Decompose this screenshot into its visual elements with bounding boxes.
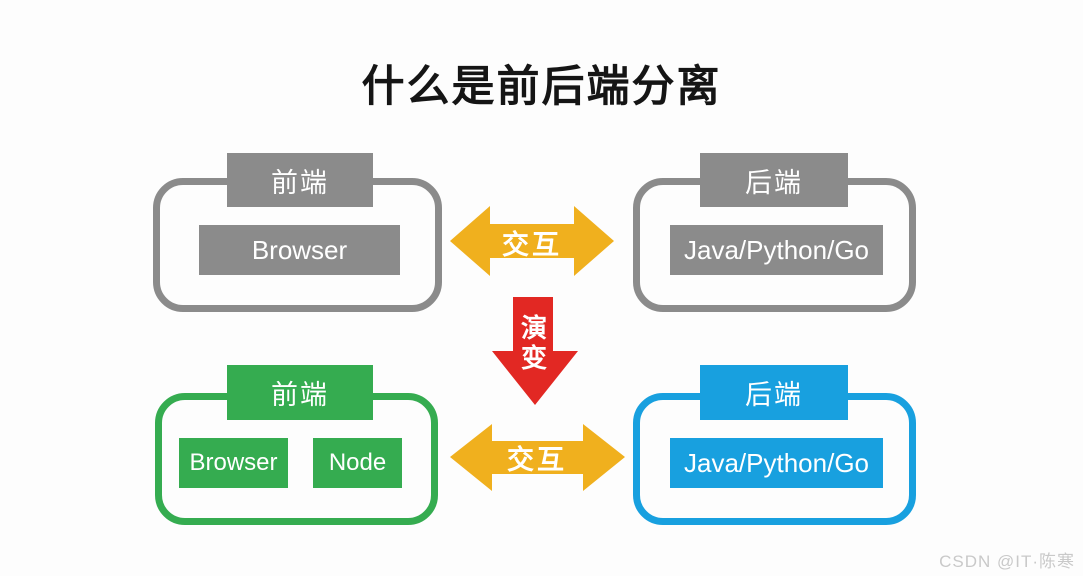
top-backend-tab: 后端 bbox=[700, 153, 848, 207]
bottom-interaction-label: 交互 bbox=[507, 444, 567, 475]
bottom-backend-languages-box: Java/Python/Go bbox=[670, 438, 883, 488]
evolution-arrow-icon bbox=[492, 297, 578, 405]
watermark: CSDN @IT·陈寒 bbox=[939, 552, 1075, 571]
bottom-frontend-browser-box: Browser bbox=[179, 438, 288, 488]
top-interaction-label: 交互 bbox=[502, 229, 562, 260]
page-title: 什么是前后端分离 bbox=[361, 63, 722, 111]
bottom-frontend-tab: 前端 bbox=[227, 365, 373, 420]
top-backend-languages-box: Java/Python/Go bbox=[670, 225, 883, 275]
bottom-interaction-arrow-icon bbox=[450, 424, 625, 491]
evolution-label: 演变 bbox=[517, 314, 548, 374]
top-frontend-browser-box: Browser bbox=[199, 225, 400, 275]
bottom-backend-tab: 后端 bbox=[700, 365, 848, 420]
top-interaction-arrow-icon bbox=[450, 206, 614, 276]
top-frontend-tab: 前端 bbox=[227, 153, 373, 207]
bottom-frontend-node-box: Node bbox=[313, 438, 402, 488]
